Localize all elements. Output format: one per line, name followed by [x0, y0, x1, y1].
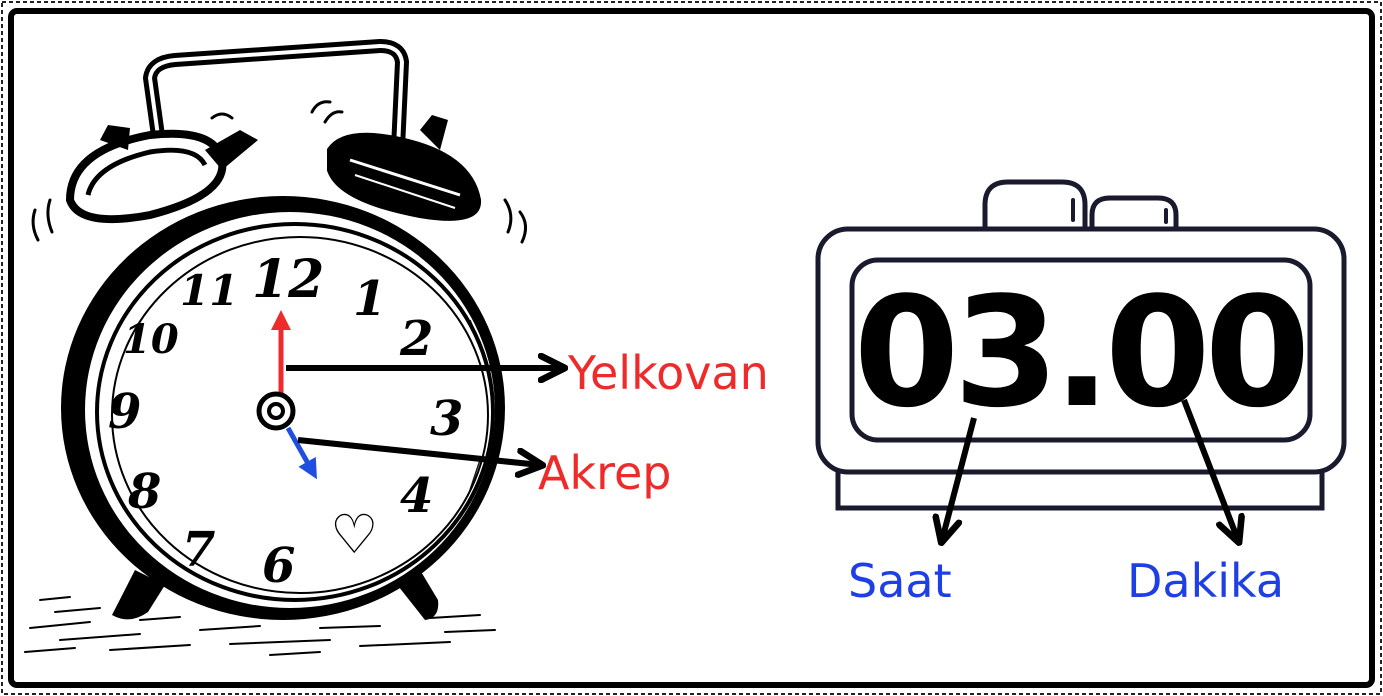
yelkovan-label: Yelkovan — [567, 346, 769, 400]
dakika-label: Dakika — [1127, 554, 1284, 608]
clock-number-6: 6 — [262, 538, 295, 594]
saat-label: Saat — [848, 554, 952, 608]
digital-time-display: 03.00 — [854, 264, 1305, 441]
clock-number-12: 12 — [252, 249, 324, 310]
clock-number-4: 4 — [400, 468, 433, 524]
clock-number-1: 1 — [353, 271, 386, 327]
clock-number-3: 3 — [430, 391, 463, 447]
clock-number-11: 11 — [180, 266, 238, 315]
digital-clock: 03.00 — [818, 182, 1344, 508]
clock-number-7: 7 — [182, 522, 215, 578]
akrep-label: Akrep — [538, 446, 672, 500]
clock-number-2: 2 — [399, 311, 433, 367]
clock-base — [838, 470, 1322, 508]
clock-number-10: 10 — [123, 316, 179, 363]
clock-number-8: 8 — [127, 464, 161, 520]
top-button-left — [985, 182, 1085, 232]
clock-number-9: 9 — [108, 384, 141, 440]
heart-symbol: ♡ — [330, 503, 378, 566]
